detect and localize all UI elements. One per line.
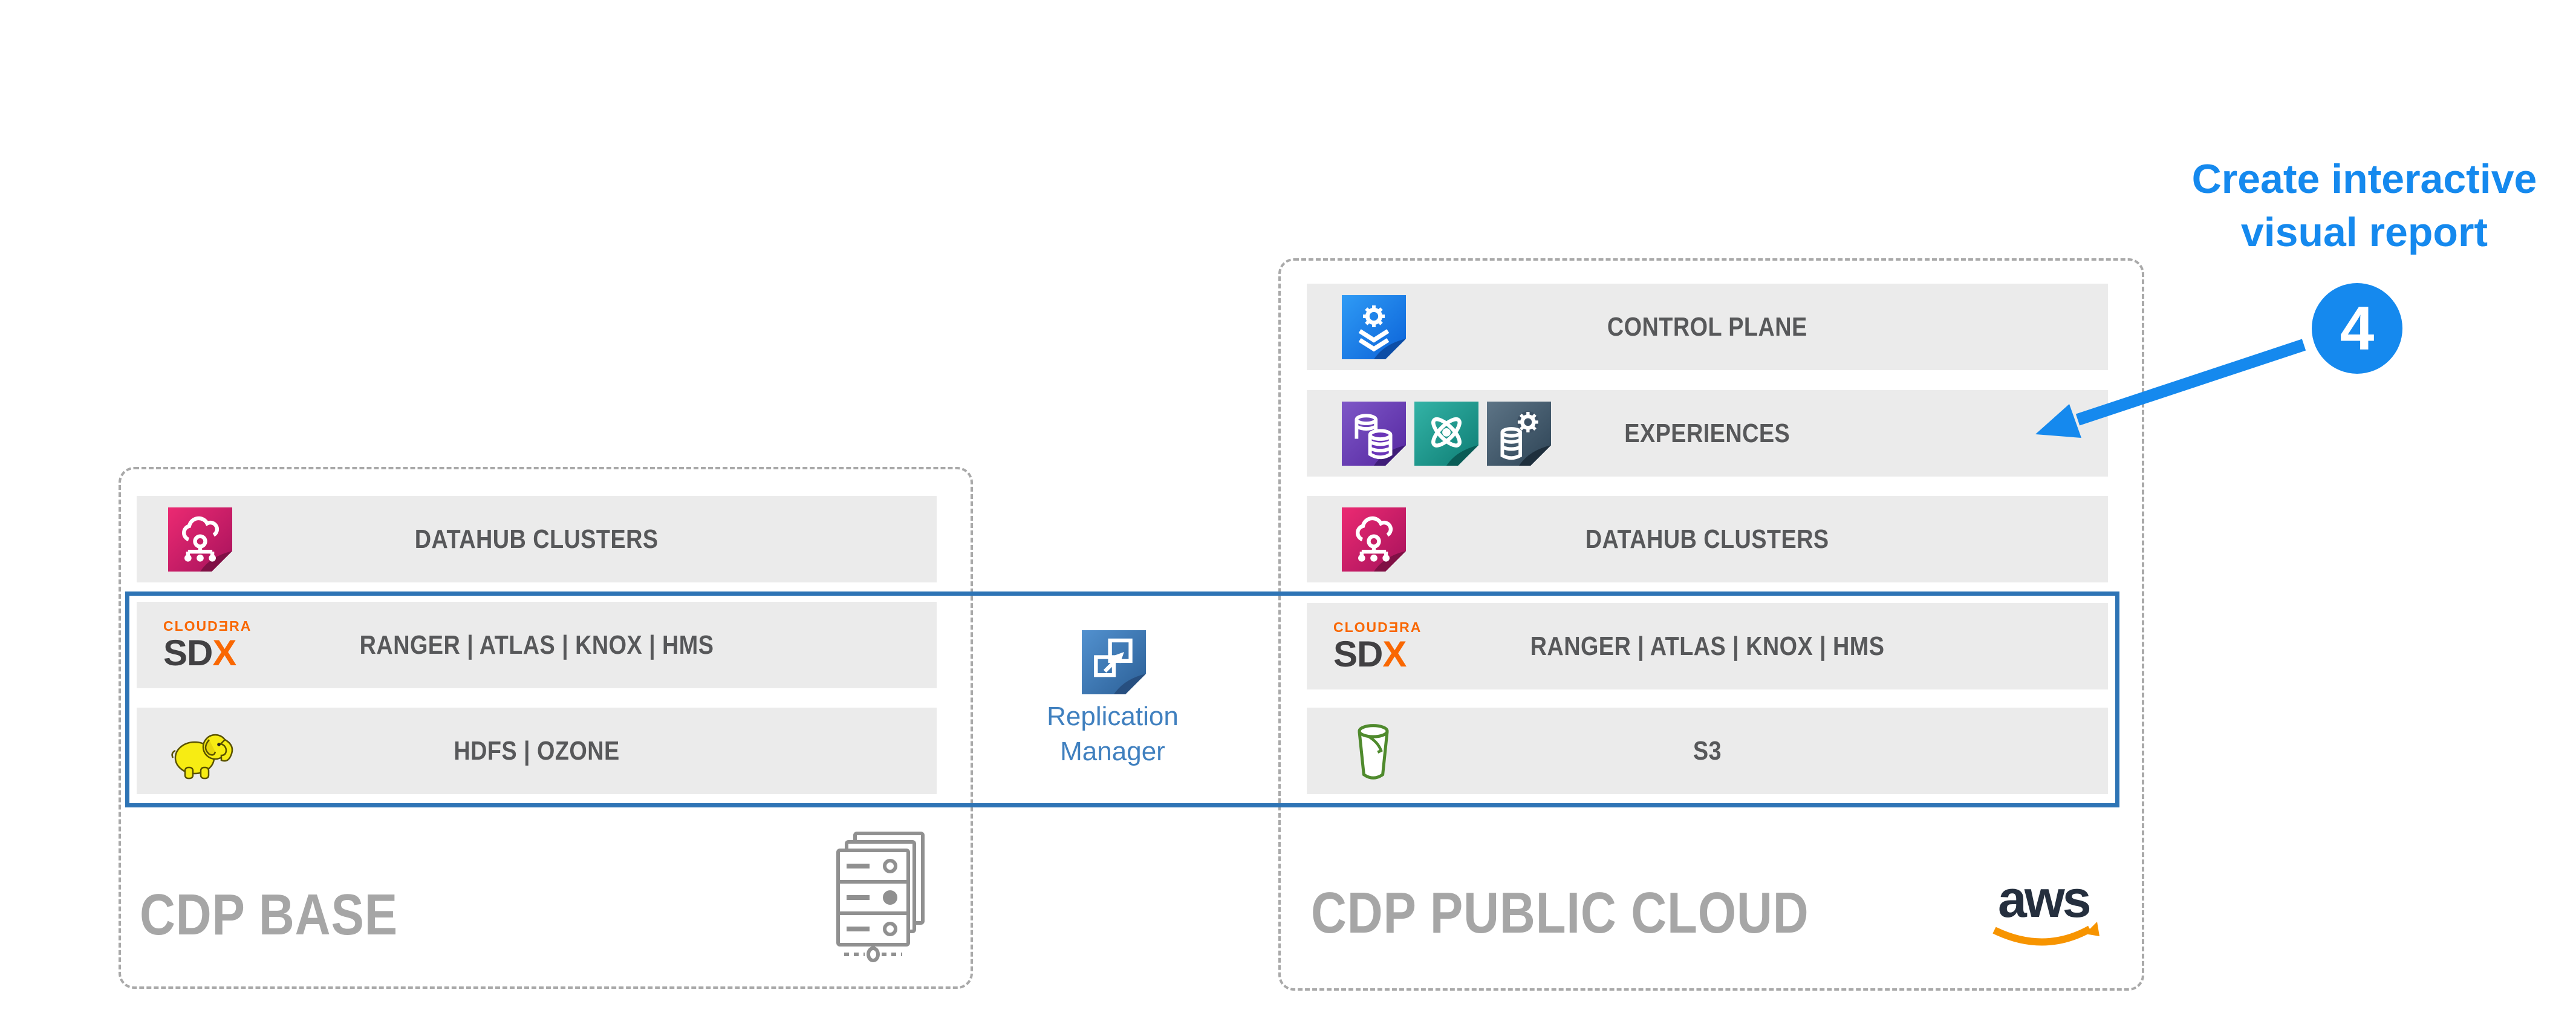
annotation-line1: Create interactive: [2191, 156, 2537, 202]
sdx-x-text: X: [1382, 633, 1407, 674]
datahub-clusters-icon: [168, 507, 232, 572]
datahub-clusters-row-right: DATAHUB CLUSTERS: [1307, 496, 2108, 582]
hdfs-ozone-row: HDFS | OZONE: [137, 708, 937, 794]
sdx-row-right: CLOUDƎRA SDX RANGER | ATLAS | KNOX | HMS: [1307, 603, 2108, 689]
replication-label-line1: Replication: [1047, 702, 1179, 731]
s3-row: S3: [1307, 708, 2108, 794]
cloudera-brand-text: CLOUDƎRA: [163, 618, 252, 634]
annotation-line2: visual report: [2240, 209, 2488, 255]
datahub-clusters-row-left: DATAHUB CLUSTERS: [137, 496, 937, 582]
replication-label-line2: Manager: [1060, 737, 1165, 766]
sdx-sd-text: SD: [163, 632, 213, 673]
row-label: RANGER | ATLAS | KNOX | HMS: [1530, 631, 1885, 661]
sdx-row-left: CLOUDƎRA SDX RANGER | ATLAS | KNOX | HMS: [137, 602, 937, 688]
s3-bucket-icon: [1345, 720, 1401, 783]
row-label: DATAHUB CLUSTERS: [415, 524, 659, 554]
row-label: HDFS | OZONE: [454, 735, 620, 766]
row-label: CONTROL PLANE: [1607, 311, 1807, 342]
sdx-x-text: X: [212, 632, 236, 673]
row-label: RANGER | ATLAS | KNOX | HMS: [359, 630, 714, 660]
control-plane-icon: [1342, 295, 1406, 359]
cloudera-sdx-logo: CLOUDƎRA SDX: [163, 619, 252, 671]
replication-manager-label: Replication Manager: [992, 699, 1234, 769]
aws-logo-text: aws: [1998, 872, 2090, 928]
cdp-public-cloud-title: CDP PUBLIC CLOUD: [1311, 881, 1809, 945]
replication-manager-icon: [1082, 630, 1146, 695]
cluster-server-icon: [834, 830, 937, 963]
cloudera-brand-text: CLOUDƎRA: [1333, 619, 1422, 635]
cloudera-sdx-logo: CLOUDƎRA SDX: [1333, 619, 1422, 674]
cdp-base-title: CDP BASE: [140, 882, 398, 947]
replication-scope-box: [125, 591, 2119, 807]
row-label: DATAHUB CLUSTERS: [1586, 524, 1829, 554]
data-engineering-icon: [1487, 401, 1551, 466]
experiences-row: EXPERIENCES: [1307, 390, 2108, 477]
control-plane-row: CONTROL PLANE: [1307, 284, 2108, 370]
data-warehouse-icon: [1342, 401, 1406, 466]
datahub-clusters-icon: [1342, 507, 1406, 572]
annotation-arrow: [2035, 339, 2306, 438]
aws-logo: aws: [1983, 872, 2110, 957]
machine-learning-icon: [1414, 401, 1478, 466]
hadoop-elephant-icon: [166, 722, 238, 781]
row-label: S3: [1693, 735, 1722, 766]
cdp-base-panel: [119, 467, 973, 989]
row-label: EXPERIENCES: [1624, 418, 1791, 448]
experiences-icons: [1342, 401, 1551, 466]
sdx-sd-text: SD: [1333, 633, 1383, 674]
annotation-text: Create interactive visual report: [2159, 152, 2570, 259]
cdp-public-cloud-panel: [1278, 258, 2144, 991]
step-badge: 4: [2312, 283, 2402, 374]
